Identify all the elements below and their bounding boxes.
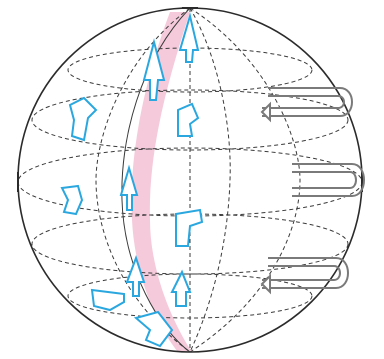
- up-arrow-icon: [172, 272, 190, 306]
- u-turn-arrow-icon: [292, 164, 364, 196]
- swirl-arrow-icon: [62, 186, 82, 214]
- swirl-arrow-icon: [92, 290, 124, 310]
- swirl-arrow-icon: [178, 104, 198, 136]
- swirl-arrow-icon: [176, 210, 202, 246]
- u-turn-arrow-icon: [262, 258, 348, 292]
- swirl-arrow-icon: [70, 98, 96, 140]
